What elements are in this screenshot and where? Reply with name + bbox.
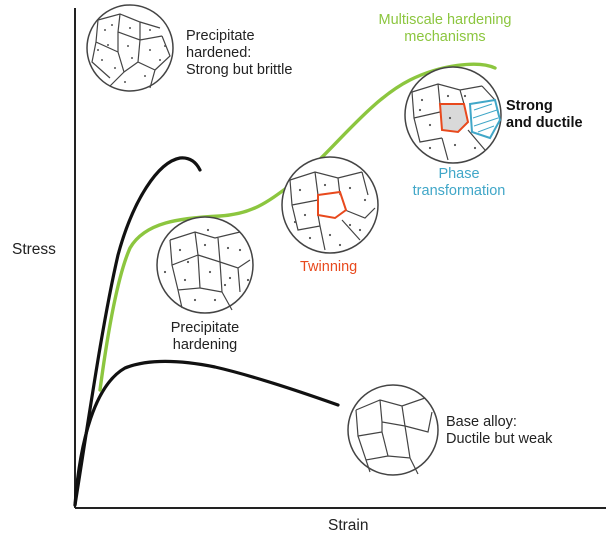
y-axis-label: Stress xyxy=(12,241,56,258)
twinning-grain-icon xyxy=(281,156,379,254)
multiscale-label: Multiscale hardening mechanisms xyxy=(378,12,512,45)
brittle-curve xyxy=(73,156,202,507)
strong-ductile-grain-icon xyxy=(404,66,502,164)
phase-transformation-label: Phase transformation xyxy=(412,166,506,199)
base-alloy-label: Base alloy: Ductile but weak xyxy=(446,414,553,447)
precipitate-hardening-grain-icon xyxy=(156,216,254,314)
multiscale-curve xyxy=(98,62,497,392)
base-alloy-curve xyxy=(73,359,340,507)
twinning-label: Twinning xyxy=(300,259,358,275)
x-axis-label: Strain xyxy=(328,517,369,534)
strong-ductile-label: Strong and ductile xyxy=(506,98,583,131)
precipitate-hardened-label: Precipitate hardened: Strong but brittle xyxy=(186,28,293,78)
precipitate-hardened-grain-icon xyxy=(86,4,174,92)
precipitate-hardening-label: Precipitate hardening xyxy=(170,320,240,353)
base-alloy-grain-icon xyxy=(347,384,439,476)
